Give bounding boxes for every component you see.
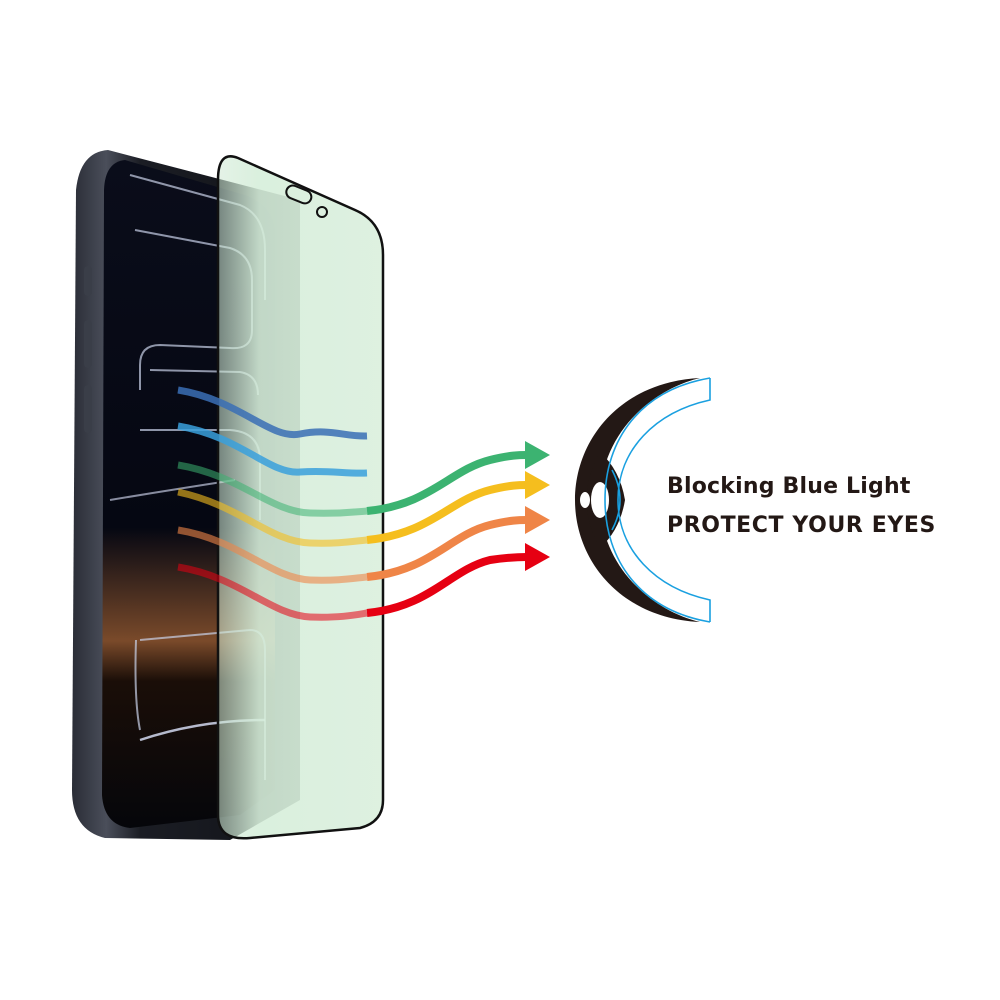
- arrowheads: [525, 441, 550, 571]
- blue-ray-2: [177, 422, 368, 477]
- action-button: [84, 266, 92, 296]
- light-rays: [177, 386, 528, 621]
- red-ray-inside: [177, 563, 368, 621]
- eye-lens-highlight: [580, 492, 590, 508]
- caption-subtitle: PROTECT YOUR EYES: [667, 513, 936, 538]
- blue-ray-1: [177, 386, 368, 440]
- orange-arrowhead-icon: [525, 506, 550, 534]
- green-arrowhead-icon: [525, 441, 550, 469]
- yellow-ray: [366, 481, 528, 544]
- eye-diagram: [575, 377, 711, 623]
- orange-ray: [366, 516, 528, 581]
- eye-sclera: [575, 378, 700, 622]
- screen-protector: [216, 155, 385, 840]
- red-ray: [366, 553, 528, 617]
- volume-up-button: [84, 320, 92, 368]
- yellow-arrowhead-icon: [525, 471, 550, 499]
- green-ray: [366, 451, 528, 515]
- red-arrowhead-icon: [525, 543, 550, 571]
- dynamic-island-cutout: [285, 184, 313, 205]
- volume-down-button: [84, 385, 92, 433]
- caption-title: Blocking Blue Light: [667, 474, 911, 499]
- cornea-outline: [604, 377, 711, 623]
- green-ray-inside: [177, 461, 368, 517]
- orange-ray-inside: [177, 526, 368, 584]
- yellow-ray-inside: [177, 488, 368, 547]
- camera-cutout: [316, 206, 328, 218]
